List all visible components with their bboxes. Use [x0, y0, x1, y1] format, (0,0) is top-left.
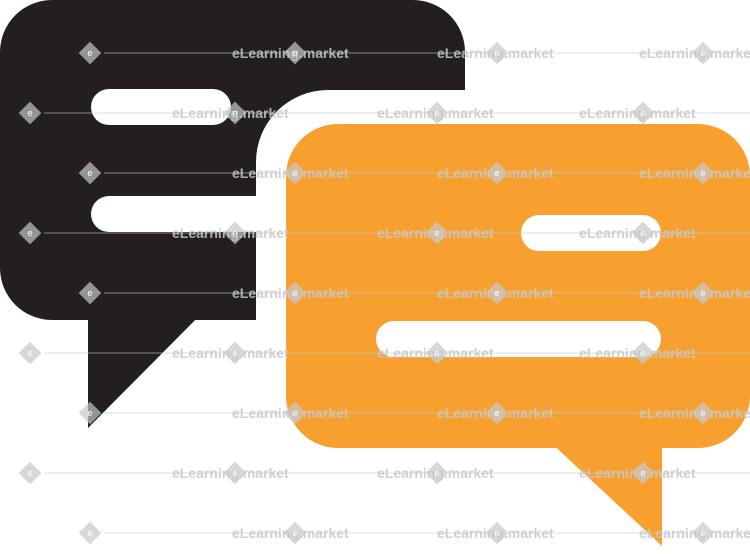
watermark-mark-letter: e: [700, 168, 705, 178]
watermark-diamond-icon: [78, 521, 102, 545]
dark-bubble-tail: [88, 300, 215, 428]
watermark-mark-letter: e: [640, 348, 645, 358]
watermark-diamond-icon: [283, 281, 307, 305]
watermark-diamond-icon: [78, 401, 102, 425]
watermark-diamond-icon: [691, 401, 715, 425]
watermark-mark-letter: e: [87, 48, 92, 58]
watermark-mark-letter: e: [27, 348, 32, 358]
watermark-mark-letter: e: [494, 48, 499, 58]
watermark-diamond-icon: [631, 461, 655, 485]
watermark-diamond-icon: [78, 281, 102, 305]
watermark-diamond-icon: [223, 101, 247, 125]
watermark-mark-letter: e: [292, 528, 297, 538]
watermark-diamond-icon: [485, 521, 509, 545]
watermark-diamond-icon: [691, 521, 715, 545]
watermark-diamond-icon: [283, 521, 307, 545]
watermark-diamond-icon: [631, 341, 655, 365]
watermark-diamond-icon: [631, 101, 655, 125]
watermark-mark-letter: e: [232, 468, 237, 478]
dark-bubble-line-1: [91, 89, 231, 125]
watermark-mark-letter: e: [494, 168, 499, 178]
watermark-mark-letter: e: [232, 348, 237, 358]
watermark-diamond-icon: [425, 461, 449, 485]
watermark-mark-letter: e: [292, 408, 297, 418]
watermark-diamond-icon: [18, 101, 42, 125]
watermark-mark-letter: e: [434, 108, 439, 118]
watermark-mark-letter: e: [640, 108, 645, 118]
watermark-mark-letter: e: [640, 228, 645, 238]
watermark-mark-letter: e: [700, 528, 705, 538]
watermark-mark-letter: e: [434, 468, 439, 478]
watermark-mark-letter: e: [87, 288, 92, 298]
watermark-diamond-icon: [425, 341, 449, 365]
orange-bubble-body: [286, 124, 750, 448]
watermark-mark-letter: e: [27, 228, 32, 238]
watermark-mark-letter: e: [700, 288, 705, 298]
watermark-mark-letter: e: [494, 528, 499, 538]
watermark-mark-letter: e: [494, 408, 499, 418]
orange-bubble-line-2: [376, 321, 661, 357]
watermark-mark-letter: e: [292, 48, 297, 58]
watermark-mark-letter: e: [434, 348, 439, 358]
watermark-mark-letter: e: [700, 48, 705, 58]
watermark-mark-letter: e: [232, 108, 237, 118]
watermark-mark-letter: e: [292, 288, 297, 298]
watermark-mark-letter: e: [87, 168, 92, 178]
watermark-mark-letter: e: [27, 108, 32, 118]
watermark-mark-letter: e: [434, 228, 439, 238]
watermark-mark-letter: e: [232, 228, 237, 238]
watermark-mark-letter: e: [494, 288, 499, 298]
watermark-overlay: eeLearning.marketeeLearning.marketeeLear…: [18, 41, 750, 545]
watermark-diamond-icon: [283, 401, 307, 425]
dark-bubble-line-2: [91, 196, 291, 232]
watermark-diamond-icon: [691, 281, 715, 305]
watermark-mark-letter: e: [87, 408, 92, 418]
watermark-mark-letter: e: [87, 528, 92, 538]
watermark-diamond-icon: [78, 161, 102, 185]
watermark-diamond-icon: [485, 401, 509, 425]
watermark-mark-letter: e: [640, 468, 645, 478]
watermark-mark-letter: e: [292, 168, 297, 178]
orange-bubble-tail: [548, 440, 662, 546]
watermark-diamond-icon: [78, 41, 102, 65]
watermark-diamond-icon: [485, 281, 509, 305]
watermark-diamond-icon: [425, 101, 449, 125]
watermark-mark-letter: e: [27, 468, 32, 478]
watermark-mark-letter: e: [700, 408, 705, 418]
